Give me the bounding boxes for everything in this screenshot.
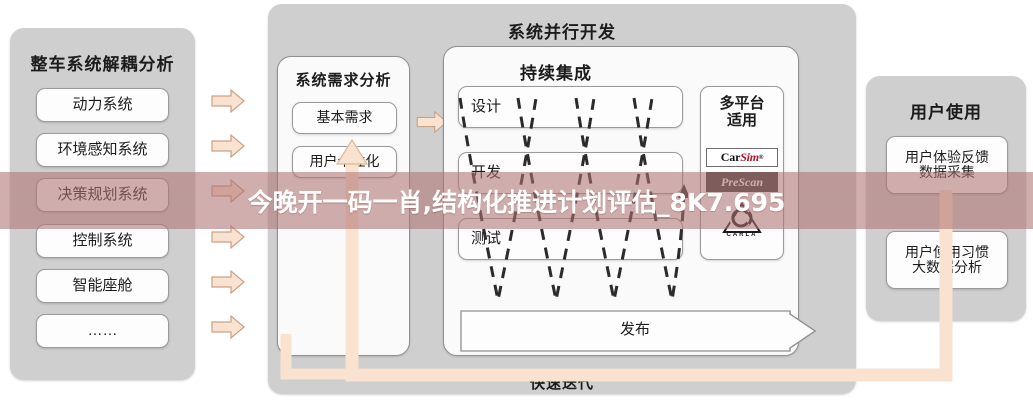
ci-stage-design[interactable]: 设计 bbox=[458, 86, 683, 128]
multiplatform-title-line1: 多平台 bbox=[719, 95, 765, 112]
flow-arrow-right-icon bbox=[211, 178, 245, 204]
left-item-decision-planning[interactable]: 决策规划系统 bbox=[36, 178, 169, 212]
flow-arrow-right-icon bbox=[416, 110, 448, 134]
flow-arrow-right-icon bbox=[211, 133, 245, 159]
release-flow-arrow-icon bbox=[460, 310, 817, 352]
left-item-ellipsis[interactable]: …… bbox=[36, 314, 169, 348]
carla-logo-text: CARLA bbox=[726, 232, 758, 238]
left-item-label: 决策规划系统 bbox=[57, 185, 148, 203]
flow-arrow-right-icon bbox=[211, 314, 245, 340]
flow-arrow-right-icon bbox=[211, 88, 245, 114]
carsim-logo-part2: Sim bbox=[740, 150, 759, 164]
mid-panel-title: 系统并行开发 bbox=[508, 23, 616, 42]
ci-stage-label: 设计 bbox=[471, 97, 502, 115]
requirements-panel-title: 系统需求分析 bbox=[295, 72, 392, 89]
right-item-label-line1: 用户体验反馈 bbox=[905, 148, 989, 165]
left-item-label: 控制系统 bbox=[72, 231, 133, 249]
left-item-label: 环境感知系统 bbox=[57, 140, 148, 158]
requirement-item-basic[interactable]: 基本需求 bbox=[292, 102, 397, 134]
left-item-label: …… bbox=[87, 321, 118, 339]
flow-arrow-right-icon bbox=[211, 269, 245, 295]
left-item-control-system[interactable]: 控制系统 bbox=[36, 224, 169, 258]
feedback-loop-inner bbox=[280, 334, 866, 380]
left-item-environment-perception[interactable]: 环境感知系统 bbox=[36, 133, 169, 167]
carsim-logo-mark: ® bbox=[758, 154, 764, 161]
multiplatform-title-line2: 适用 bbox=[726, 112, 757, 130]
requirement-item-label: 基本需求 bbox=[316, 109, 373, 126]
continuous-integration-title: 持续集成 bbox=[520, 64, 592, 83]
flow-arrow-right-icon bbox=[211, 224, 245, 250]
left-panel-title: 整车系统解耦分析 bbox=[30, 55, 175, 74]
left-item-label: 智能座舱 bbox=[72, 276, 133, 294]
left-item-label: 动力系统 bbox=[72, 95, 133, 113]
left-item-smart-cockpit[interactable]: 智能座舱 bbox=[36, 269, 169, 303]
right-panel-title: 用户使用 bbox=[910, 103, 982, 122]
left-panel-vehicle-decoupling: 整车系统解耦分析 动力系统 环境感知系统 决策规划系统 控制系统 智能座舱 …… bbox=[10, 28, 195, 380]
carsim-logo-part1: Car bbox=[720, 150, 741, 164]
left-item-power-system[interactable]: 动力系统 bbox=[36, 88, 169, 122]
ci-stage-release-label: 发布 bbox=[620, 321, 651, 338]
